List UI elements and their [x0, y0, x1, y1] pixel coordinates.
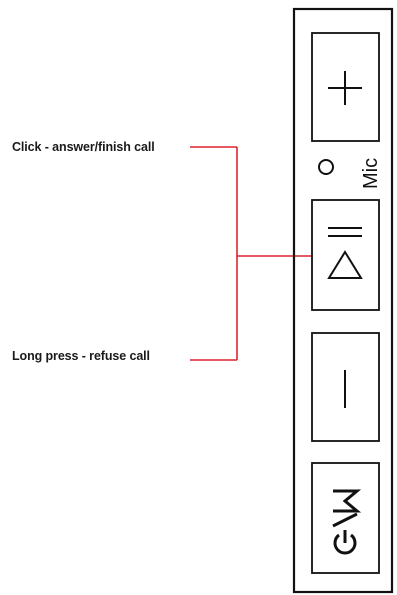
- power-mode-button[interactable]: [311, 462, 380, 574]
- mic-label: Mic: [360, 158, 382, 189]
- long-press-callout-label: Long press - refuse call: [12, 349, 150, 363]
- plus-icon: [328, 71, 362, 105]
- click-callout-label: Click - answer/finish call: [12, 140, 155, 154]
- call-button[interactable]: [311, 199, 380, 311]
- volume-down-button[interactable]: [311, 332, 380, 442]
- device-body: [292, 7, 394, 594]
- power-m-icon: [332, 489, 362, 555]
- callout-lines: [190, 146, 312, 361]
- mic-indicator: Mic: [318, 158, 382, 189]
- volume-up-button[interactable]: [311, 32, 380, 142]
- call-answer-icon: [327, 227, 363, 279]
- mic-hole-icon: [318, 159, 334, 175]
